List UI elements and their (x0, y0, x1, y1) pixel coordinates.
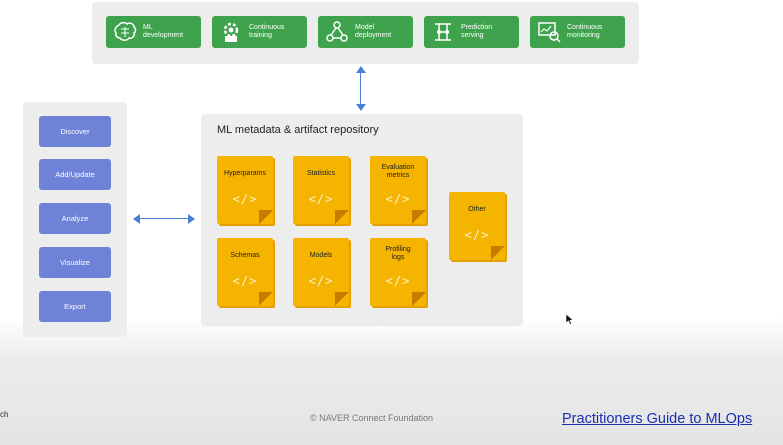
practitioners-guide-link[interactable]: Practitioners Guide to MLOps (562, 411, 753, 427)
stage-ml-development: ML development (106, 16, 201, 48)
code-icon: </> (232, 192, 258, 206)
op-add-update: Add/Update (39, 159, 111, 190)
arrow-down-icon (356, 104, 366, 111)
artifact-hyperparams: Hyperparams </> (217, 156, 273, 224)
code-icon: </> (232, 274, 258, 288)
code-icon: </> (308, 274, 334, 288)
monitor-icon (536, 19, 562, 45)
brain-icon (112, 19, 138, 45)
artifact-label: Hyperparams (223, 170, 266, 177)
artifact-label: Statistics (306, 170, 335, 177)
page-fold (259, 210, 273, 224)
stage-label: Continuous training (249, 24, 285, 39)
repository-title: ML metadata & artifact repository (217, 124, 379, 136)
ops-repo-connector (137, 218, 189, 219)
page-fold (412, 210, 426, 224)
artifact-label: Other (468, 206, 486, 213)
footer-left-fragment: ch (0, 410, 9, 419)
pipeline-repo-connector (360, 70, 361, 108)
stage-continuous-monitoring: Continuous monitoring (530, 16, 625, 48)
artifact-label: Evaluation metrics (381, 164, 415, 179)
op-visualize: Visualize (39, 247, 111, 278)
code-icon: </> (385, 274, 411, 288)
arrow-up-icon (356, 66, 366, 73)
arrow-right-icon (188, 214, 195, 224)
op-discover: Discover (39, 116, 111, 147)
op-export: Export (39, 291, 111, 322)
footer-copyright: © NAVER Connect Foundation (310, 413, 434, 423)
stage-label: Prediction serving (461, 24, 493, 39)
artifact-models: Models </> (293, 238, 349, 306)
artifact-statistics: Statistics </> (293, 156, 349, 224)
page-fold (412, 292, 426, 306)
stage-model-deployment: Model deployment (318, 16, 413, 48)
arrow-left-icon (133, 214, 140, 224)
stage-label: ML development (143, 24, 184, 39)
code-icon: </> (385, 192, 411, 206)
page-fold (491, 246, 505, 260)
mouse-cursor-icon (565, 312, 574, 330)
artifact-label: Schemas (230, 252, 260, 259)
artifact-schemas: Schemas </> (217, 238, 273, 306)
circuit-icon (430, 19, 456, 45)
code-icon: </> (308, 192, 334, 206)
stage-label: Continuous monitoring (567, 24, 603, 39)
stage-continuous-training: Continuous training (212, 16, 307, 48)
page-fold (335, 210, 349, 224)
stage-label: Model deployment (355, 24, 392, 39)
artifact-profiling-logs: Profiling logs </> (370, 238, 426, 306)
page-fold (335, 292, 349, 306)
stage-prediction-serving: Prediction serving (424, 16, 519, 48)
artifact-other: Other </> (449, 192, 505, 260)
gear-house-icon (218, 19, 244, 45)
op-analyze: Analyze (39, 203, 111, 234)
page-fold (259, 292, 273, 306)
code-icon: </> (464, 228, 490, 242)
artifact-evaluation-metrics: Evaluation metrics </> (370, 156, 426, 224)
network-icon (324, 19, 350, 45)
artifact-label: Models (309, 252, 333, 259)
artifact-label: Profiling logs (385, 246, 411, 261)
